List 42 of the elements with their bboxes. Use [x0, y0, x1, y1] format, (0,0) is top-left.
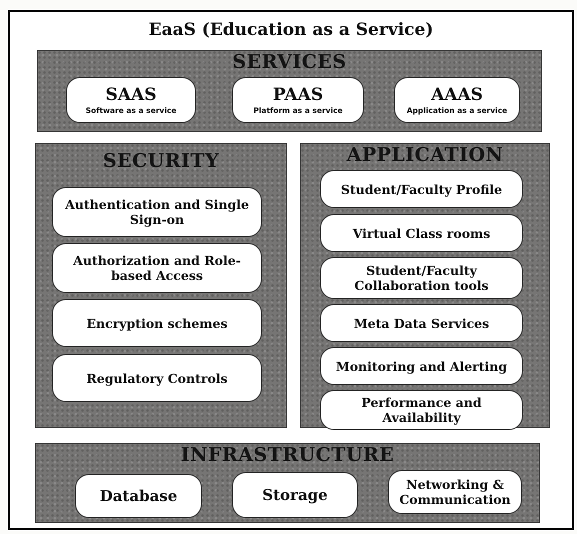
- box-label: Performance and Availability: [360, 395, 483, 425]
- rounded-box: [52, 299, 262, 347]
- panel-heading: APPLICATION: [346, 144, 504, 166]
- rounded-box: [320, 214, 523, 252]
- rounded-box: [320, 390, 523, 430]
- box-label: Database: [100, 487, 178, 505]
- box-label: Authorization and Role-based Access: [72, 253, 242, 283]
- box-label: Networking & Communication: [398, 477, 512, 507]
- box-label: PAAS: [272, 85, 324, 106]
- layer-panel: [300, 143, 550, 428]
- box-label: Authentication and Single Sign-on: [64, 197, 250, 227]
- box-label: Encryption schemes: [86, 316, 228, 330]
- rounded-box: [320, 347, 523, 385]
- rounded-box: [66, 77, 196, 123]
- layer-panel: [37, 50, 542, 132]
- rounded-box: [388, 470, 522, 514]
- panel-heading: SERVICES: [231, 51, 348, 73]
- panel-heading: SECURITY: [102, 150, 220, 172]
- rounded-box: [232, 77, 364, 123]
- box-label: Regulatory Controls: [86, 370, 228, 386]
- box-label: SAAS: [106, 85, 156, 106]
- panel-heading: INFRASTRUCTURE: [180, 444, 396, 466]
- rounded-box: [320, 304, 523, 342]
- box-label: Student/Faculty Collaboration tools: [353, 263, 490, 293]
- rounded-box: [52, 187, 262, 237]
- layer-panel: [35, 443, 540, 523]
- rounded-box: [394, 77, 520, 123]
- box-label: Storage: [262, 486, 328, 504]
- frame-heading: EaaS (Education as a Service): [148, 20, 434, 40]
- box-label: AAAS: [431, 85, 483, 106]
- rounded-box: [52, 243, 262, 293]
- rounded-box: [320, 257, 523, 299]
- box-label: Meta Data Services: [354, 316, 490, 330]
- rounded-box: [75, 474, 202, 518]
- rounded-box: [320, 170, 523, 208]
- outer-frame: [8, 10, 574, 530]
- box-label: Monitoring and Alerting: [336, 358, 508, 374]
- rounded-box: [52, 354, 262, 402]
- layer-panel: [35, 143, 287, 428]
- rounded-box: [232, 472, 358, 518]
- box-label: Virtual Class rooms: [352, 226, 490, 240]
- box-label: Student/Faculty Profile: [340, 182, 502, 196]
